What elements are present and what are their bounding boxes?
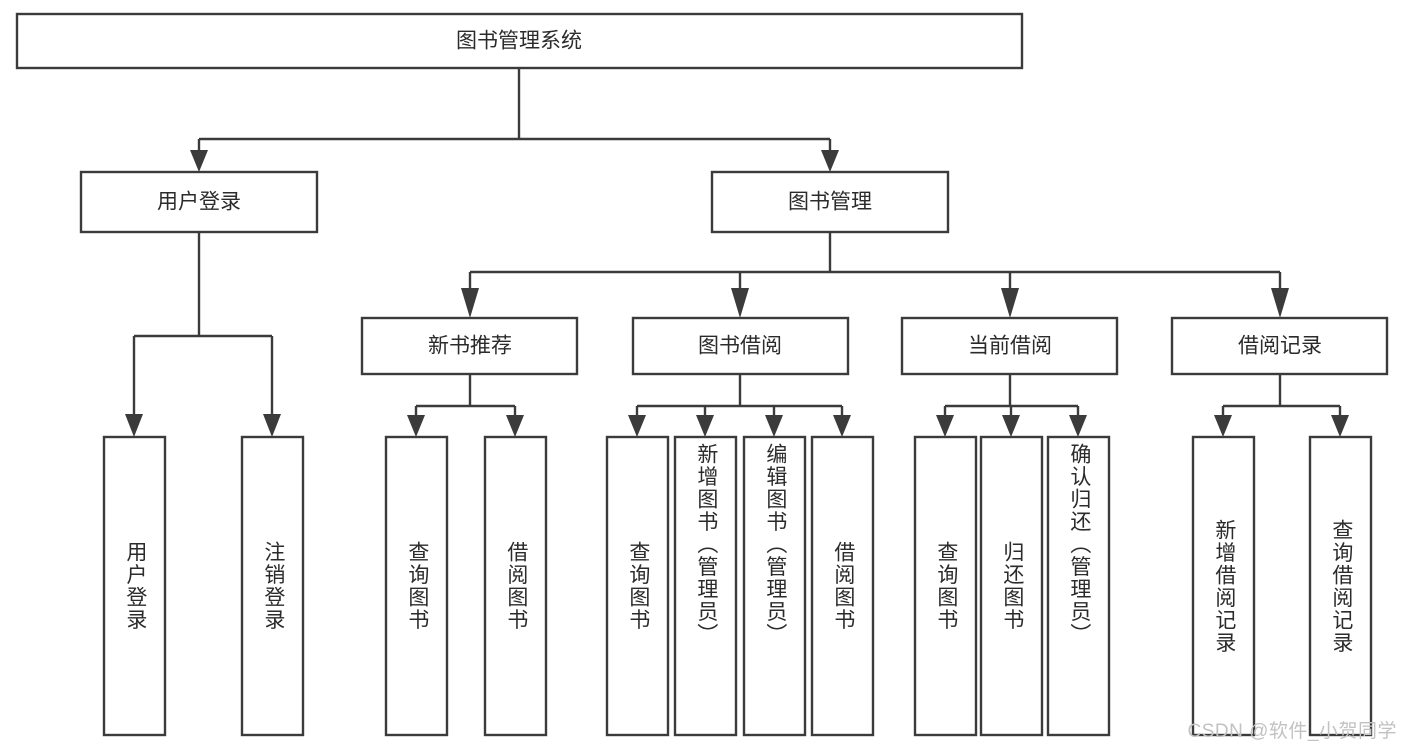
node-root-label: 图书管理系统 <box>456 30 582 53</box>
node-current-borrow-label: 当前借阅 <box>968 335 1052 358</box>
leaf-query-book-3-box[interactable] <box>913 435 978 737</box>
node-borrow-record[interactable]: 借阅记录 <box>1170 316 1389 376</box>
arrow-to-current-borrow <box>1001 288 1019 318</box>
node-current-borrow-box[interactable] <box>900 316 1119 376</box>
leaf-add-book-box[interactable] <box>673 435 738 737</box>
node-book-borrow-label: 图书借阅 <box>698 335 782 358</box>
connector-book-manage-to-level3 <box>461 232 1289 318</box>
node-borrow-record-label: 借阅记录 <box>1238 335 1322 358</box>
leaf-logout-box[interactable] <box>240 435 305 737</box>
leaf-edit-book-box[interactable] <box>742 435 807 737</box>
connector-borrow-record-to-leaves <box>1214 374 1349 437</box>
arrow-to-book-manage <box>821 150 839 172</box>
arrow-to-leaf-logout <box>263 414 281 437</box>
node-user-login-box[interactable] <box>79 170 319 234</box>
connector-root-to-level2 <box>190 68 839 172</box>
node-book-manage[interactable]: 图书管理 <box>710 170 950 234</box>
node-current-borrow[interactable]: 当前借阅 <box>900 316 1119 376</box>
connector-new-book-recommend-to-leaves <box>407 374 524 437</box>
node-book-borrow[interactable]: 图书借阅 <box>631 316 850 376</box>
leaf-borrow-book-2-box[interactable] <box>810 435 875 737</box>
connector-user-login-to-leaves <box>125 232 281 437</box>
node-new-book-recommend-box[interactable] <box>360 316 579 376</box>
leaf-query-record-box[interactable] <box>1308 435 1373 737</box>
leaf-query-book-1-box[interactable] <box>384 435 449 737</box>
arrow-to-user-login <box>190 150 208 172</box>
arrow-to-leaf-user-login <box>125 414 143 437</box>
connector-book-borrow-to-leaves <box>628 374 851 437</box>
leaf-return-book-box[interactable] <box>979 435 1044 737</box>
node-root-box[interactable] <box>15 12 1024 70</box>
leaf-confirm-return-box[interactable] <box>1046 435 1111 737</box>
arrow-to-new-book-recommend <box>461 288 479 318</box>
node-new-book-recommend[interactable]: 新书推荐 <box>360 316 579 376</box>
node-user-login-label: 用户登录 <box>157 191 241 214</box>
leaf-user-login-box[interactable] <box>102 435 167 737</box>
connector-current-borrow-to-leaves <box>936 374 1087 437</box>
node-book-manage-label: 图书管理 <box>788 191 872 214</box>
arrow-to-book-borrow <box>731 288 749 318</box>
node-user-login[interactable]: 用户登录 <box>79 170 319 234</box>
leaf-borrow-book-1-box[interactable] <box>483 435 548 737</box>
arrow-to-borrow-record <box>1271 288 1289 318</box>
node-new-book-recommend-label: 新书推荐 <box>428 335 512 358</box>
leaf-add-record-box[interactable] <box>1191 435 1256 737</box>
watermark: CSDN @软件_小贺同学 <box>1187 721 1397 742</box>
leaf-query-book-2-box[interactable] <box>605 435 670 737</box>
node-root[interactable]: 图书管理系统 <box>15 12 1024 70</box>
